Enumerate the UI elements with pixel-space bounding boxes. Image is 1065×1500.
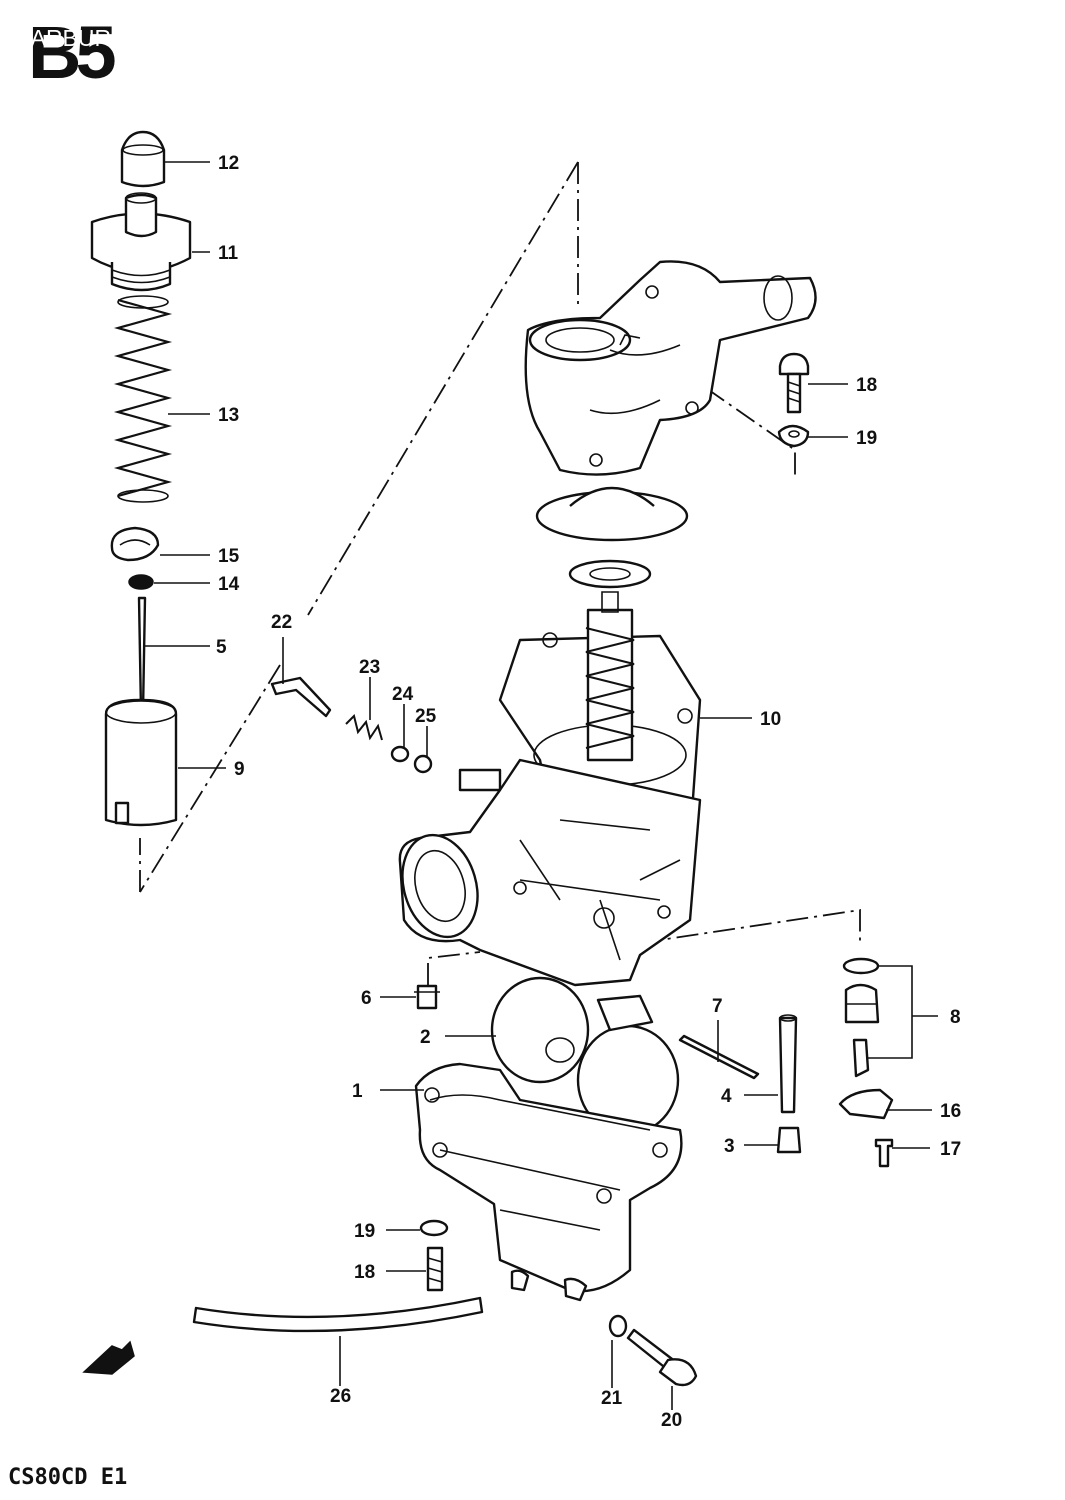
callout-21: 21 — [601, 1388, 623, 1409]
callout-9: 9 — [234, 759, 245, 780]
callout-7: 7 — [712, 996, 723, 1017]
part-20-drain-screw — [626, 1328, 698, 1387]
leader-lines — [145, 161, 938, 1410]
callout-22: 22 — [271, 612, 292, 633]
top-cover-assembly — [524, 260, 817, 589]
callout-5: 5 — [216, 637, 227, 658]
part-14-retainer — [128, 574, 154, 590]
callout-16: 16 — [940, 1101, 961, 1122]
section-title: CARBURETOR — [14, 25, 175, 51]
part-21-o-ring-small — [608, 1314, 628, 1338]
callout-26: 26 — [330, 1386, 351, 1407]
part-13-spring — [113, 295, 173, 503]
callout-3: 3 — [724, 1136, 735, 1157]
callout-1: 1 — [352, 1081, 363, 1102]
callout-2: 2 — [420, 1027, 431, 1048]
callout-23: 23 — [359, 657, 380, 678]
header: B5 CARBURETOR — [14, 11, 175, 94]
callout-20: 20 — [661, 1410, 682, 1431]
callout-14: 14 — [218, 574, 240, 595]
part-25-o-ring — [413, 754, 433, 774]
callout-4: 4 — [721, 1086, 732, 1107]
part-11-top-cap — [90, 192, 192, 292]
part-23-spring-small — [345, 714, 383, 741]
front-direction-arrow-icon — [82, 1340, 135, 1375]
part-12-cap — [120, 130, 166, 188]
callout-25: 25 — [415, 706, 437, 727]
part-18-screw-upper — [778, 352, 810, 414]
callout-17: 17 — [940, 1139, 961, 1160]
part-19-washer-upper — [777, 424, 810, 448]
callout-8: 8 — [950, 1007, 961, 1028]
part-19-washer-lower — [419, 1219, 449, 1237]
callout-15: 15 — [218, 546, 240, 567]
assembly-dash-lines — [139, 161, 861, 985]
callout-13: 13 — [218, 405, 239, 426]
part-17-screw — [874, 1138, 894, 1168]
part-8-needle-valve-set — [842, 957, 880, 1078]
callout-6: 6 — [361, 988, 372, 1009]
part-18-screw-lower — [426, 1246, 444, 1292]
part-9-throttle-valve — [104, 698, 178, 827]
carburetor-body — [398, 758, 702, 987]
part-16-float-arm — [838, 1088, 894, 1120]
callout-11: 11 — [218, 243, 239, 264]
section-code-badge: B5 — [28, 11, 115, 94]
part-3-jet-holder — [776, 1126, 802, 1154]
callout-labels: 12 11 13 15 14 5 9 22 23 24 25 10 18 19 … — [216, 153, 961, 1431]
part-22-pilot-screw — [270, 676, 332, 718]
part-6-main-jet — [414, 984, 440, 1010]
callout-19-upper: 19 — [856, 428, 877, 449]
callout-18-lower: 18 — [354, 1262, 375, 1283]
part-4-needle-jet — [778, 1014, 798, 1114]
part-2-float — [490, 976, 680, 1136]
part-7-float-pin — [678, 1034, 760, 1080]
callout-10: 10 — [760, 709, 781, 730]
callout-18-upper: 18 — [856, 375, 877, 396]
part-5-jet-needle — [137, 596, 147, 714]
part-26-overflow-hose — [192, 1296, 484, 1333]
part-24-washer-small — [390, 745, 410, 763]
model-code-footer: CS80CD E1 — [8, 1465, 127, 1490]
callout-19-lower: 19 — [354, 1221, 375, 1242]
callout-24: 24 — [392, 684, 414, 705]
part-1-float-bowl — [414, 1062, 683, 1302]
part-15-clip — [110, 526, 160, 562]
callout-12: 12 — [218, 153, 239, 174]
